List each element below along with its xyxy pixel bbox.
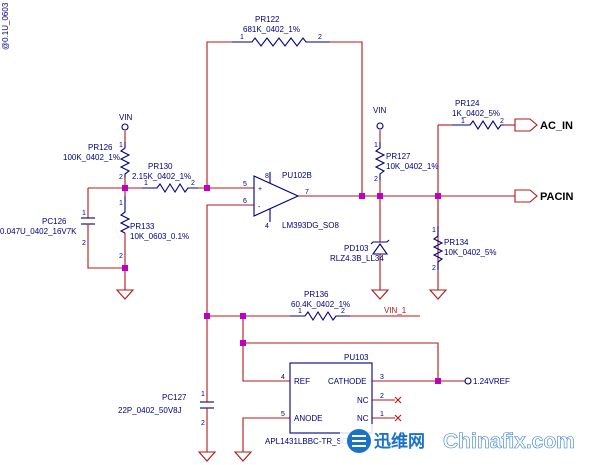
watermark-cn: 迅维网 <box>374 431 425 451</box>
pr122-pin2: 2 <box>318 34 322 41</box>
pu103-num-nc-b: 1 <box>380 411 384 418</box>
pu103-num-ref: 4 <box>281 374 285 381</box>
pr130-ref: PR130 <box>148 162 173 171</box>
pr127-ref: PR127 <box>386 152 411 161</box>
vin-right-terminal <box>376 122 384 130</box>
svg-text:+: + <box>258 186 262 193</box>
pr124-pin2: 2 <box>500 118 504 125</box>
pr133-ref: PR133 <box>130 222 155 231</box>
pu102b-pin8: 8 <box>265 173 269 180</box>
junction-dots <box>122 185 441 384</box>
pu103-value: APL1431LBBC-TR_SOT23-5 <box>265 437 370 446</box>
pr134-value: 10K_0402_5% <box>444 248 497 257</box>
pr126-pin2: 2 <box>119 174 123 181</box>
pu103-pin-cathode: CATHODE <box>328 377 367 386</box>
pu103-pin-nc-b: NC <box>357 414 369 423</box>
pc126-ref: PC126 <box>42 217 67 226</box>
pu102b-pin7: 7 <box>305 189 309 196</box>
pr136-ref: PR136 <box>304 290 329 299</box>
vref-net-label: 1.24VREF <box>473 377 510 386</box>
ac-in-port-arrow <box>514 118 538 132</box>
pr136-pin2: 2 <box>341 308 345 315</box>
ac-in-port-label: AC_IN <box>540 120 573 132</box>
pacin-port-label: PACIN <box>540 191 573 203</box>
pr130-pin2: 2 <box>191 180 195 187</box>
svg-text:-: - <box>258 204 261 211</box>
pc127-ref: PC127 <box>162 393 187 402</box>
vin-1-net-label: VIN_1 <box>384 306 407 315</box>
pr134-ref: PR134 <box>444 238 469 247</box>
pr127-pin1: 1 <box>374 142 378 149</box>
pr136-symbol <box>290 310 350 322</box>
watermark-en: Chinafix.com <box>443 430 575 453</box>
pr122-pin1: 1 <box>240 34 244 41</box>
pr124-symbol <box>452 119 504 131</box>
pr127-pin2: 2 <box>374 176 378 183</box>
pd103-value: RLZ4.3B_LL34 <box>330 254 384 263</box>
pc126-pin2: 2 <box>82 240 86 247</box>
pr134-symbol <box>432 226 444 270</box>
pu102b-pin4: 4 <box>265 223 269 230</box>
pr133-pin1: 1 <box>119 200 123 207</box>
pu102b-pin6: 6 <box>243 198 247 205</box>
pc126-pin1: 1 <box>82 210 86 217</box>
pu102b-ref: PU102B <box>282 171 312 180</box>
pu103-num-nc-a: 2 <box>380 393 384 400</box>
pacin-port-arrow <box>514 189 538 203</box>
pr126-value: 100K_0402_1% <box>63 153 120 162</box>
pu103-pin-nc-a: NC <box>357 396 369 405</box>
pr126-symbol <box>119 142 131 178</box>
watermark: 迅维网 Chinafix.com <box>340 424 575 458</box>
pd103-ref: PD103 <box>344 244 369 253</box>
pr124-value: 1K_0402_5% <box>452 109 500 118</box>
pr133-symbol <box>119 196 131 234</box>
pr133-pin2: 2 <box>119 253 123 260</box>
pc127-pin1: 1 <box>201 391 205 398</box>
pd103-zener-diode <box>370 238 390 262</box>
pr130-symbol <box>142 182 198 194</box>
pu103-body <box>289 362 373 434</box>
vref-terminal <box>464 377 472 385</box>
pc127-symbol <box>200 388 214 412</box>
pr126-ref: PR126 <box>88 143 113 152</box>
pr122-ref: PR122 <box>255 15 280 24</box>
pr134-pin2: 2 <box>432 265 436 272</box>
nc-marks <box>394 396 402 422</box>
pr136-pin1: 1 <box>298 308 302 315</box>
pr124-pin1: 1 <box>461 118 465 125</box>
pu103-pin-ref: REF <box>294 377 310 386</box>
pc127-value: 22P_0402_50V8J <box>118 406 182 415</box>
ground-symbols <box>115 284 448 462</box>
pr122-symbol <box>232 37 330 47</box>
pu102b-pin5: 5 <box>243 181 247 188</box>
pr127-value: 10K_0402_1% <box>386 162 439 171</box>
pr133-value: 10K_0603_0.1% <box>130 232 189 241</box>
pr130-pin1: 1 <box>144 180 148 187</box>
pr127-symbol <box>374 142 386 180</box>
pr124-ref: PR124 <box>455 99 480 108</box>
pu103-num-cathode: 3 <box>380 374 384 381</box>
pr126-pin1: 1 <box>119 142 123 149</box>
pr134-pin1: 1 <box>432 227 436 234</box>
pu103-num-anode: 5 <box>281 411 285 418</box>
pu103-ref: PU103 <box>344 353 369 362</box>
pr130-value: 2.15K_0402_1% <box>132 172 191 181</box>
pc126-value: 0.047U_0402_16V7K <box>0 227 77 236</box>
pc127-pin2: 2 <box>201 420 205 427</box>
vin-right-label: VIN <box>373 106 387 115</box>
pu103-pin-anode: ANODE <box>294 414 322 423</box>
pu102b-value: LM393DG_SO8 <box>282 221 339 230</box>
pr136-value: 60.4K_0402_1% <box>291 300 350 309</box>
corner-rotated-label: @0.1U_0603 <box>1 2 10 50</box>
pu102b-comparator: + - <box>253 172 300 222</box>
vin-left-terminal <box>121 123 129 131</box>
pc126-symbol <box>81 217 95 234</box>
vin-left-label: VIN <box>119 113 133 122</box>
pr122-value: 681K_0402_1% <box>243 25 300 34</box>
